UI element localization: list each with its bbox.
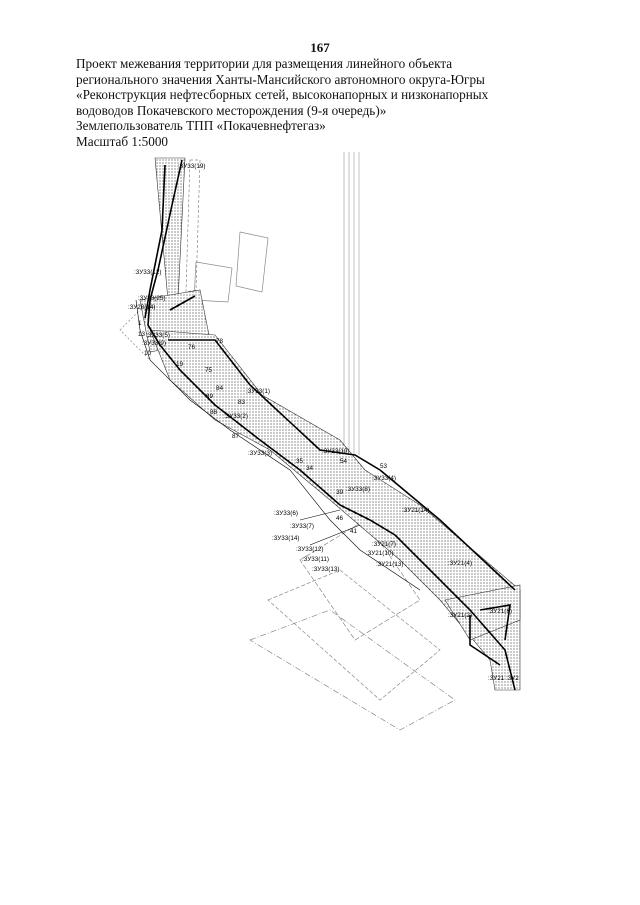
map-label: :3У33(13) <box>312 566 339 573</box>
map-label: :3У23(25) <box>138 295 165 302</box>
map-label: :3У33(14) <box>272 535 299 542</box>
map-label: 53 <box>380 463 388 470</box>
map-label: :3У21 <box>488 675 505 682</box>
landowner-line: Землепользователь ТПП «Покачевнефтегаз» <box>76 118 326 133</box>
map-label: 39 <box>336 489 344 496</box>
scale-line: Масштаб 1:5000 <box>76 133 169 149</box>
map-label: :3У33(19) <box>178 163 205 170</box>
thin-lines <box>135 299 421 591</box>
map-label: 41 <box>350 528 358 535</box>
map-label: :3У33(10) <box>322 448 349 455</box>
document-header: Проект межевания территории для размещен… <box>76 56 556 149</box>
road-strip <box>343 152 360 455</box>
map-label: :3У33(12) <box>296 546 323 553</box>
map-label: :3У33(2) <box>224 413 248 420</box>
map-label: :3У28(14) <box>128 304 155 311</box>
pipeline-lines <box>144 159 516 691</box>
map-label: :3У21(7) <box>372 541 396 548</box>
map-label: :3У33(9) <box>142 340 166 347</box>
map-label: 19 <box>176 361 184 368</box>
map-label: 46 <box>336 515 344 522</box>
map-label: :3У21(10) <box>366 550 393 557</box>
map-label: 35 <box>296 458 304 465</box>
map-label: :3У33(7) <box>290 523 314 530</box>
title-line-2: регионального значения Ханты-Мансийского… <box>76 71 485 87</box>
map-label: :3У33(1) <box>246 388 270 395</box>
map-label: :3У2 <box>506 675 519 682</box>
map-labels: :3У33(19) :3У33(12) :3У23(25) :3У28(14) … <box>128 163 519 682</box>
map-label: 75 <box>205 367 213 374</box>
map-label: 54 <box>340 458 348 465</box>
cadastral-map: :3У33(19) :3У33(12) :3У23(25) :3У28(14) … <box>119 152 521 731</box>
map-label: 89 <box>206 393 214 400</box>
map-label: 34 <box>306 465 314 472</box>
map-label: :3У21(2) <box>448 612 472 619</box>
map-label: :3У33(8) <box>346 486 370 493</box>
title-line-3: «Реконструкция нефтесборных сетей, высок… <box>76 87 489 102</box>
map-label: :3У33(6) <box>274 510 298 517</box>
map-label: :3У33(4) <box>372 475 396 482</box>
map-label: 88 <box>210 409 218 416</box>
map-label: 83 <box>238 399 246 406</box>
title-line-1: Проект межевания территории для размещен… <box>76 56 453 71</box>
map-label: :3У21(4) <box>448 560 472 567</box>
map-label: :3У21(14) <box>402 507 429 514</box>
page-number: 167 <box>310 40 330 55</box>
map-label: :3У21(13) <box>376 561 403 568</box>
map-label: 76 <box>188 344 196 351</box>
map-label: :3У21(8) <box>488 608 512 615</box>
map-label: 87 <box>232 433 240 440</box>
map-label: :3У33(5) <box>146 332 170 339</box>
map-label: 13 <box>138 331 146 338</box>
corridor-hatching <box>139 157 521 691</box>
map-label: :3У33(12) <box>134 269 161 276</box>
map-label: 78 <box>216 338 224 345</box>
map-label: 10 <box>144 350 152 357</box>
title-line-4: водоводов Покачевского месторождения (9-… <box>76 102 387 118</box>
map-label: 84 <box>216 385 224 392</box>
map-label: 1 <box>138 320 142 327</box>
map-label: :3У33(3) <box>248 450 272 457</box>
map-label: :3У33(11) <box>302 556 329 563</box>
